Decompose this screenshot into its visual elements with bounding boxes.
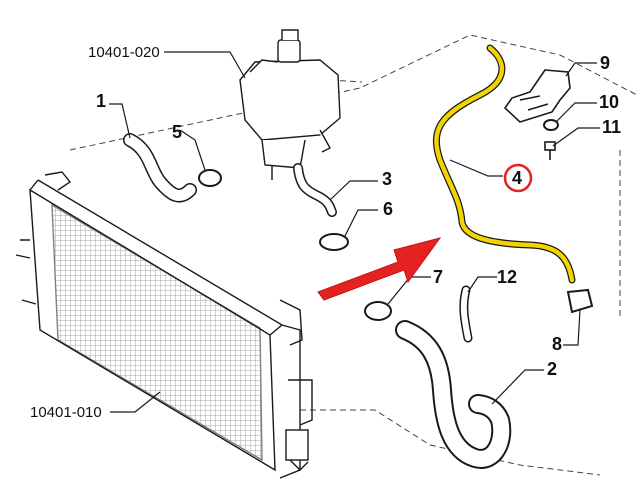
callout-11: 11 [602,117,622,137]
callout-5: 5 [172,122,183,142]
bolt-11 [544,141,556,160]
clamp-7 [364,301,392,321]
cap-8 [566,288,594,314]
direction-arrow [317,237,442,301]
clamp-5 [198,169,222,187]
leader-lines [109,51,600,413]
part-code-reservoir: 10401-020 [88,44,160,61]
callout-7: 7 [433,267,444,287]
radiator [15,171,313,479]
clamp-6 [319,233,349,251]
callout-9: 9 [600,53,611,73]
highlight-circle [503,163,533,193]
callout-1: 1 [96,91,107,111]
part-code-radiator: 10401-010 [30,404,102,421]
callout-10: 10 [599,92,620,112]
expansion-reservoir [239,29,341,181]
clip-10 [543,119,559,131]
bracket-9 [503,69,571,123]
callout-3: 3 [382,169,393,189]
callout-4: 4 [512,168,523,188]
callout-8: 8 [552,334,563,354]
callout-6: 6 [383,199,394,219]
callout-2: 2 [547,359,558,379]
callout-12: 12 [497,267,518,287]
